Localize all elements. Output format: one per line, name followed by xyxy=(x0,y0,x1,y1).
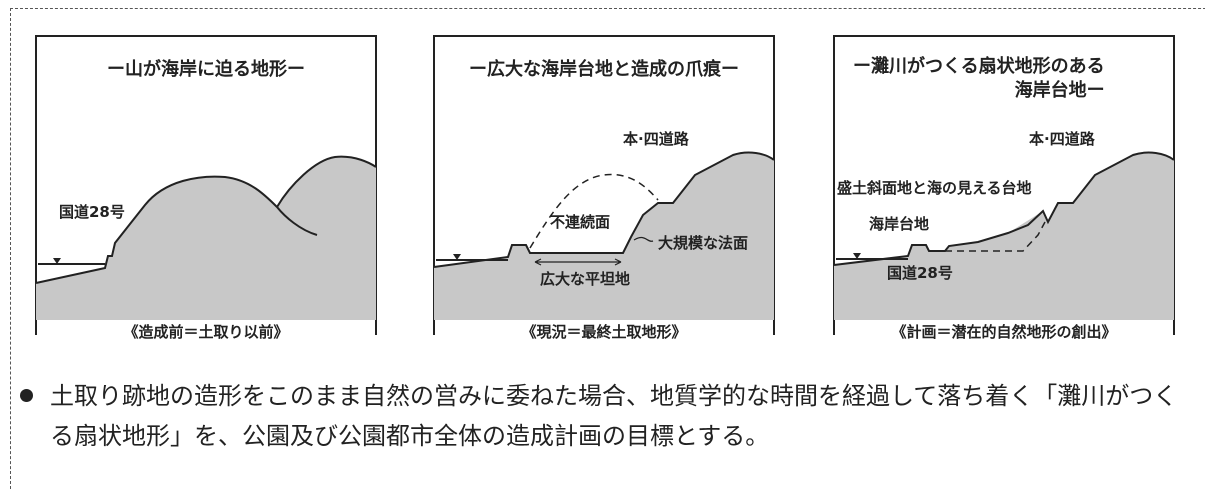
panel-plan: ー灘川がつくる扇状地形のある 海岸台地ー 本·四道路 盛土斜面地と海の見える台地… xyxy=(833,35,1175,341)
bullet-icon xyxy=(20,389,33,402)
panel-title: ー広大な海岸台地と造成の爪痕ー xyxy=(469,59,739,80)
panel-caption: 《現況＝最終土取地形》 xyxy=(433,321,775,342)
label-flat-land: 広大な平坦地 xyxy=(540,270,631,288)
second-hill-outline xyxy=(276,155,377,208)
terrain-outline xyxy=(35,175,318,284)
sea-level-icon xyxy=(453,254,461,260)
current-terrain xyxy=(434,152,774,320)
sea-level-icon xyxy=(53,258,61,264)
planned-outline xyxy=(833,151,1175,266)
note-text: 土取り跡地の造形をこのまま自然の営みに委ねた場合、地質学的な時間を経過して落ち着… xyxy=(50,382,1178,450)
label-route28: 国道28号 xyxy=(59,203,125,221)
label-highway: 本·四道路 xyxy=(623,130,689,148)
label-discontinuity: 不連続面 xyxy=(550,213,611,231)
bullet-note: 土取り跡地の造形をこのまま自然の営みに委ねた場合、地質学的な時間を経過して落ち着… xyxy=(20,376,1190,456)
label-route28: 国道28号 xyxy=(887,264,953,282)
current-outline xyxy=(433,151,775,268)
mountain-terrain xyxy=(36,156,376,320)
terrain-current-diagram xyxy=(433,35,775,335)
panel-current: ー広大な海岸台地と造成の爪痕ー 本·四道路 不連続面 大規模な法面 広大な平坦地… xyxy=(433,35,775,341)
label-large-slope: 大規模な法面 xyxy=(658,234,749,252)
planned-terrain xyxy=(834,152,1174,320)
label-coastal-terrace: 海岸台地 xyxy=(869,215,930,233)
flat-land-arrow xyxy=(534,258,622,266)
original-profile-dashed xyxy=(529,173,659,249)
dashed-border xyxy=(10,8,1205,489)
panel-title: ー灘川がつくる扇状地形のある 海岸台地ー xyxy=(853,56,1105,101)
excavated-profile-dashed xyxy=(945,221,1046,252)
label-embankment: 盛土斜面地と海の見える台地 xyxy=(837,179,1032,197)
panel-caption: 《計画＝潜在的自然地形の創出》 xyxy=(833,321,1175,342)
panel-caption: 《造成前＝土取り以前》 xyxy=(35,321,377,342)
sea-level-icon xyxy=(853,253,861,259)
panel-before: ー山が海岸に迫る地形ー 国道28号 《造成前＝土取り以前》 xyxy=(35,35,377,341)
label-highway: 本·四道路 xyxy=(1029,130,1095,148)
slope-leader xyxy=(633,236,654,242)
terrain-before-diagram xyxy=(35,35,377,335)
terrain-plan-diagram xyxy=(833,35,1175,335)
panel-title: ー山が海岸に迫る地形ー xyxy=(107,59,305,80)
